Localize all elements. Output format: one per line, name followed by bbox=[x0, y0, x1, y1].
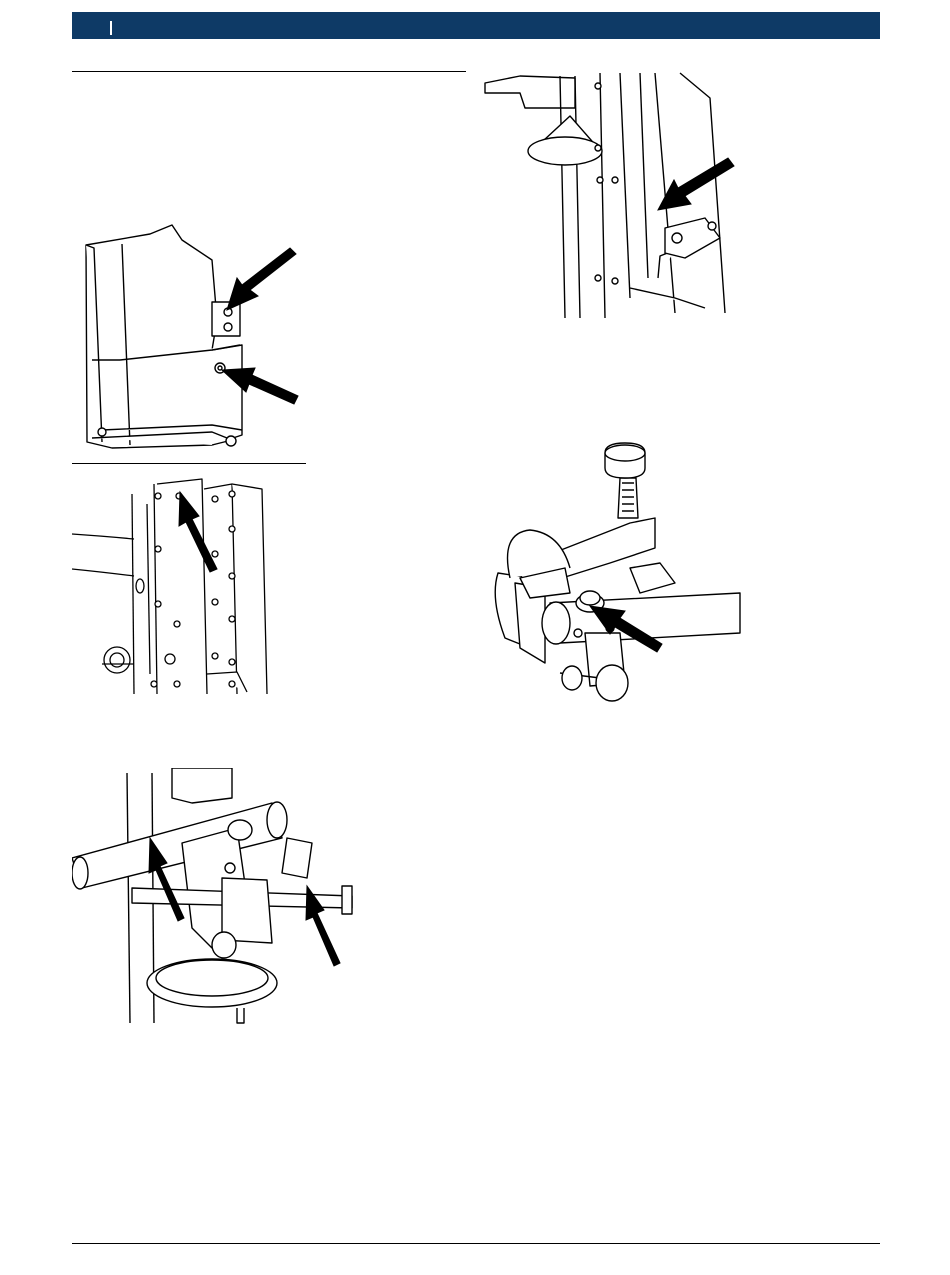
section-rule-top bbox=[72, 71, 466, 72]
arm-knob-drawing-icon bbox=[490, 438, 745, 703]
figure-column-top bbox=[480, 68, 740, 320]
footer-rule bbox=[72, 1243, 880, 1244]
figure-arm-assembly bbox=[72, 768, 362, 1030]
header-bar bbox=[72, 12, 880, 39]
column-cone-drawing-icon bbox=[480, 68, 740, 320]
column-base-drawing-icon bbox=[72, 220, 312, 460]
figure-column-plate bbox=[72, 474, 272, 700]
figure-column-base bbox=[72, 220, 312, 460]
header-page-tick bbox=[110, 21, 112, 35]
column-plate-drawing-icon bbox=[72, 474, 272, 700]
section-rule-middle bbox=[72, 463, 306, 464]
figure-arm-knob bbox=[490, 438, 745, 703]
arm-assembly-drawing-icon bbox=[72, 768, 362, 1030]
